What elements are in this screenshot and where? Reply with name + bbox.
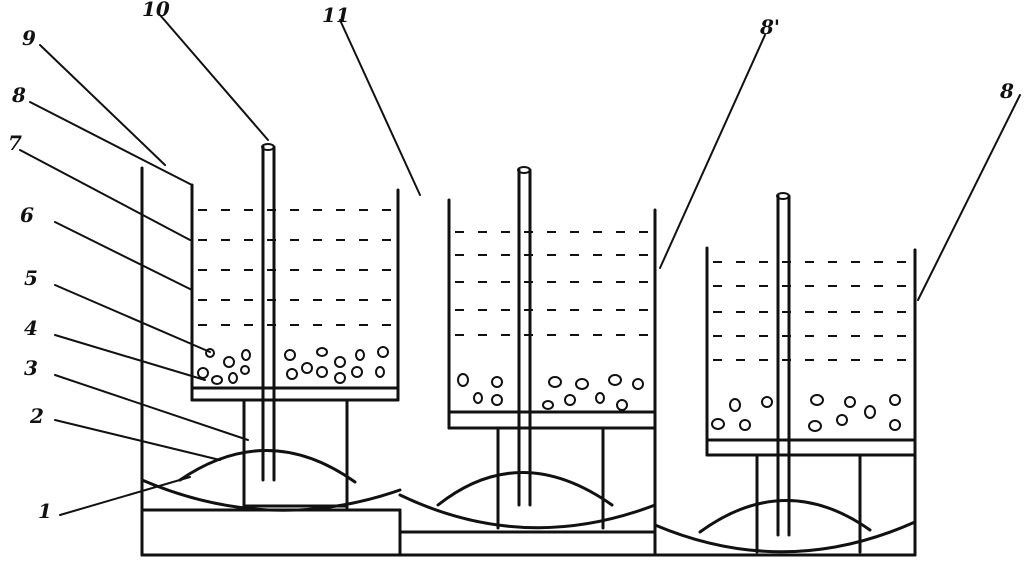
- label-7: 7: [8, 131, 22, 155]
- pipe-right: [776, 192, 791, 537]
- granules-right: [711, 394, 901, 432]
- label-1: 1: [38, 499, 52, 523]
- label-10: 10: [142, 0, 170, 21]
- inner-container-middle: [436, 198, 657, 530]
- granules-middle: [457, 373, 644, 411]
- label-9: 9: [22, 26, 36, 50]
- leader-lines: [19, 14, 1021, 516]
- label-2: 2: [29, 404, 44, 428]
- label-8-prime: 8': [759, 15, 780, 39]
- label-11: 11: [322, 3, 350, 27]
- pipe-left: [261, 143, 276, 482]
- label-5: 5: [24, 266, 38, 290]
- inner-container-left: [178, 183, 400, 512]
- inner-container-right: [698, 246, 917, 554]
- label-8-upper: 8: [11, 83, 26, 107]
- label-8: 8: [999, 79, 1014, 103]
- outer-vessel-left: [140, 166, 402, 557]
- pipe-middle: [517, 166, 532, 507]
- outer-vessel-right: [653, 248, 917, 557]
- label-4: 4: [24, 316, 38, 340]
- part-labels: 1 2 3 4 5 6 7 8 9 10 11 8' 8: [8, 0, 1014, 523]
- label-6: 6: [20, 203, 34, 227]
- granules-left: [197, 346, 389, 385]
- label-3: 3: [24, 356, 38, 380]
